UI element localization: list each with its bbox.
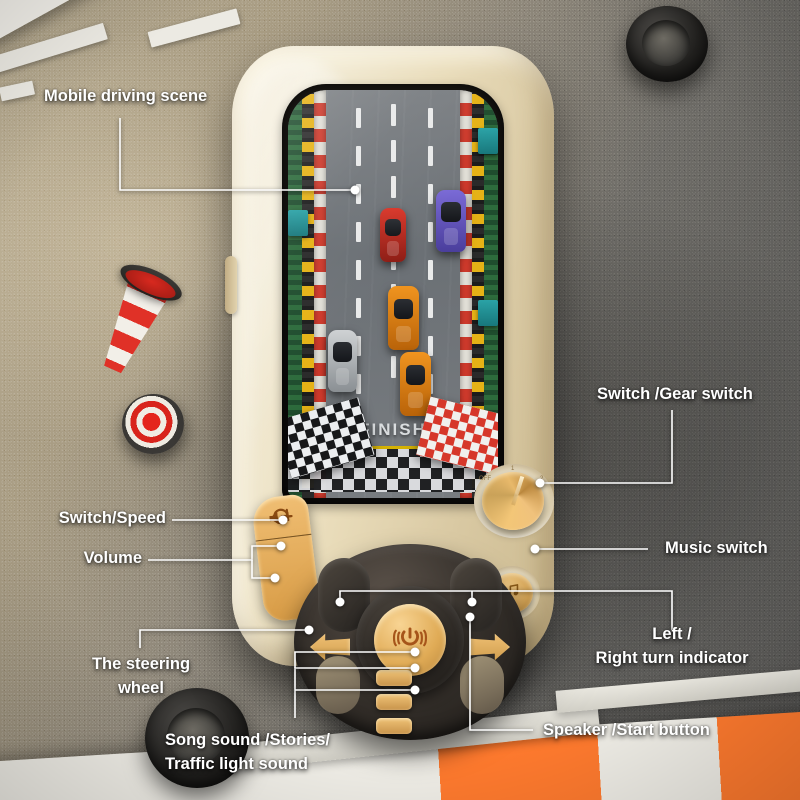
label-switch-gear-switch: Switch /Gear switch xyxy=(597,385,753,403)
gear-tick-off: OFF xyxy=(479,476,491,482)
chevron-barrier-icon xyxy=(470,90,484,498)
chevron-barrier-icon xyxy=(302,90,316,498)
rival-car-orange-upper xyxy=(388,286,419,350)
traffic-light-sound-button[interactable] xyxy=(376,718,412,734)
lane-marking xyxy=(428,336,433,356)
lane-marking xyxy=(390,176,396,198)
label-turn-indicator-line2: Right turn indicator xyxy=(595,649,749,667)
label-steering-wheel-line2: wheel xyxy=(118,679,164,697)
lane-marking xyxy=(356,336,361,356)
label-song-traffic-sound-line1: Song sound /Stories/ xyxy=(165,731,331,749)
label-mobile-driving-scene: Mobile driving scene xyxy=(44,87,208,105)
lane-marking xyxy=(428,222,433,242)
lane-marking xyxy=(356,298,361,318)
lane-marking xyxy=(390,356,396,378)
rival-car-orange-lower xyxy=(400,352,431,416)
side-button[interactable] xyxy=(225,256,237,314)
lane-marking xyxy=(428,298,433,318)
lane-marking xyxy=(390,140,396,162)
gear-knob[interactable] xyxy=(482,472,544,530)
lane-marking xyxy=(356,108,361,128)
lane-marking xyxy=(390,104,396,126)
lane-marking xyxy=(356,222,361,242)
lane-marking xyxy=(428,108,433,128)
label-music-switch: Music switch xyxy=(665,539,768,557)
tire-hole xyxy=(167,708,225,764)
tire-hole xyxy=(642,20,690,66)
label-steering-wheel-line1: The steering xyxy=(91,655,191,673)
toy-tire-bottom-left xyxy=(145,688,249,788)
label-turn-indicator-line1: Left / xyxy=(652,625,692,643)
lane-marking xyxy=(356,260,361,280)
grass-verge xyxy=(484,90,498,498)
finish-label: FINISH xyxy=(288,420,498,440)
gear-knob-well: OFF 1 2 xyxy=(474,464,554,538)
rival-car-silver xyxy=(328,330,357,392)
billboard xyxy=(288,210,308,236)
toy-tire-top-right xyxy=(626,6,708,82)
label-speaker-start-button: Speaker /Start button xyxy=(543,721,710,739)
billboard xyxy=(478,128,498,154)
gear-tick-1: 1 xyxy=(511,466,514,472)
label-switch-speed: Switch/Speed xyxy=(58,509,166,527)
rival-car-purple xyxy=(436,190,466,252)
lane-marking xyxy=(428,260,433,280)
track-left-wall xyxy=(288,90,326,498)
grass-verge xyxy=(288,90,302,498)
lane-marking xyxy=(428,184,433,204)
billboard xyxy=(478,300,498,326)
label-volume: Volume xyxy=(83,549,142,567)
player-motorbike xyxy=(380,208,406,262)
label-song-traffic-sound-line2: Traffic light sound xyxy=(165,755,308,773)
kerb-stripe xyxy=(314,90,326,498)
lane-marking xyxy=(356,374,361,394)
lane-marking xyxy=(428,146,433,166)
lane-marking xyxy=(356,146,361,166)
